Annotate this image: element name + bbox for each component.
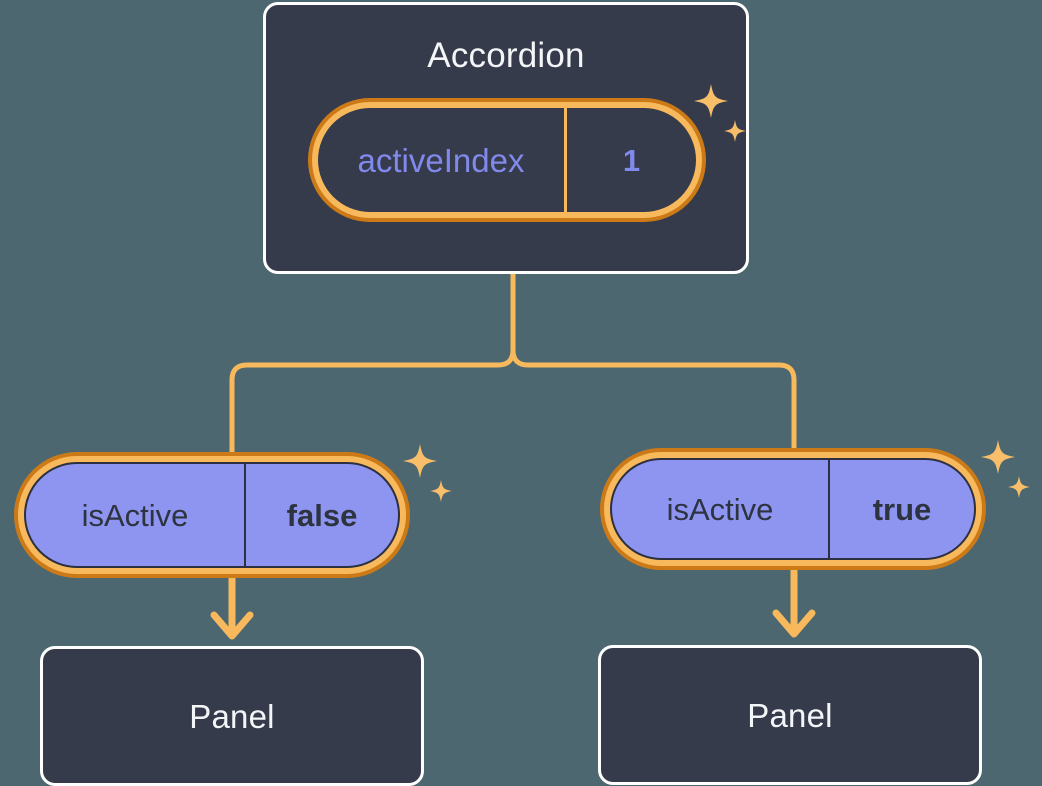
panel-card-left[interactable]: Panel [40,646,424,786]
panel-card-right[interactable]: Panel [598,645,982,785]
state-chip-active-index[interactable]: activeIndex 1 [308,98,706,222]
state-value-label: 1 [622,142,641,178]
state-key-label: isActive [612,460,830,558]
connector-root-to-right [510,271,797,451]
chip-ring: activeIndex 1 [312,102,702,218]
connector-root-to-left [229,271,516,455]
chip-body: isActive true [610,458,976,560]
arrowhead-down-icon-right [772,609,816,638]
chip-body: activeIndex 1 [318,108,696,212]
chip-ring: isActive true [604,452,982,566]
diagram-canvas: Accordion activeIndex 1 isActive false P… [14,2,1030,786]
chip-ring: isActive false [18,456,406,574]
panel-title: Panel [747,696,833,734]
state-chip-is-active-true[interactable]: isActive true [600,448,986,570]
state-value-label: false [286,497,358,533]
state-value-label: true [872,491,932,527]
state-key-label: activeIndex [318,108,567,212]
accordion-title: Accordion [427,36,585,75]
arrowhead-down-icon-left [210,611,254,640]
state-chip-is-active-false[interactable]: isActive false [14,452,410,578]
chip-body: isActive false [24,462,400,568]
state-key-label: isActive [26,464,246,566]
panel-title: Panel [189,697,275,735]
